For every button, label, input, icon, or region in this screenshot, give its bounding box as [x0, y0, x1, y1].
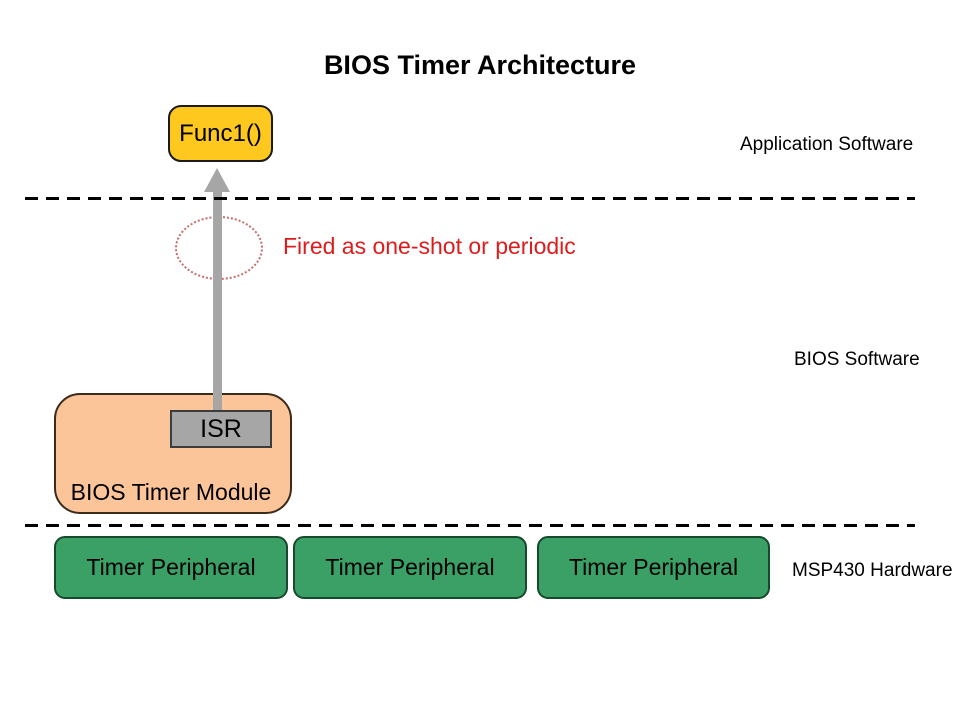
annotation-text: Fired as one-shot or periodic [283, 233, 576, 259]
up-arrow-head-icon [204, 168, 230, 192]
func1-label: Func1() [179, 119, 262, 147]
up-arrow-shaft-icon [213, 189, 222, 410]
timer-peripheral-node-2: Timer Peripheral [293, 536, 527, 599]
isr-node: ISR [170, 410, 272, 448]
isr-label: ISR [200, 414, 242, 443]
timer-peripheral-label: Timer Peripheral [86, 554, 256, 580]
layer-label-application: Application Software [740, 134, 914, 155]
layer-label-bios: BIOS Software [794, 349, 920, 370]
timer-peripheral-node-3: Timer Peripheral [537, 536, 770, 599]
timer-peripheral-label: Timer Peripheral [568, 554, 739, 580]
layer-divider-application-bios [25, 197, 915, 200]
layer-label-hardware: MSP430 Hardware [792, 560, 953, 581]
timer-peripheral-node-1: Timer Peripheral [54, 536, 288, 599]
diagram-title: BIOS Timer Architecture [323, 50, 637, 80]
bios-timer-module-label: BIOS Timer Module [70, 479, 272, 505]
timer-peripheral-label: Timer Peripheral [325, 554, 495, 580]
layer-divider-bios-hardware [25, 524, 915, 527]
func1-node: Func1() [168, 105, 273, 162]
